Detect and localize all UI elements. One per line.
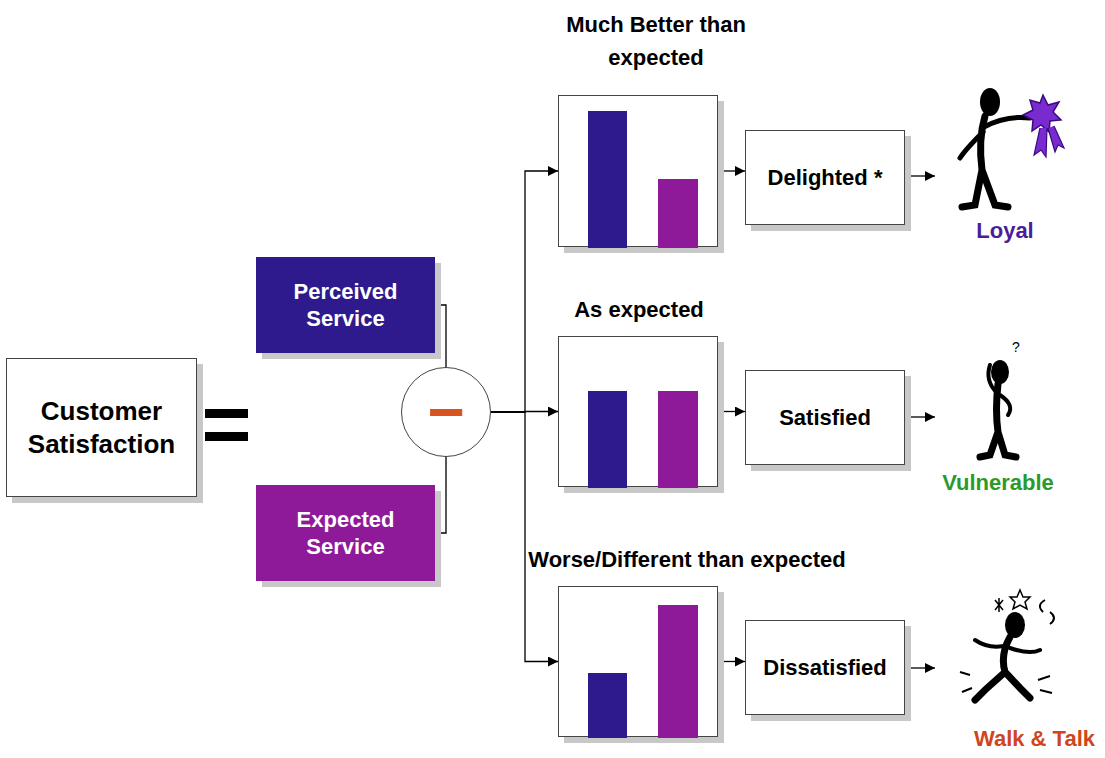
chart-heading: Worse/Different than expected	[467, 543, 907, 576]
box-label: Customer Satisfaction	[7, 395, 196, 460]
result-box: Customer Satisfaction	[6, 358, 197, 497]
box-label: Delighted *	[768, 164, 883, 192]
input-box: Expected Service	[256, 485, 435, 581]
outcome-box: Satisfied	[745, 370, 905, 465]
outcome-box: Delighted *	[745, 130, 905, 225]
operator-circle: −	[401, 367, 491, 457]
connector	[435, 305, 446, 367]
chart-heading: Much Better than expected	[536, 8, 776, 74]
loyal-figure	[960, 88, 1064, 207]
outcome-label: Vulnerable	[898, 470, 1098, 496]
outcome-label: Loyal	[905, 218, 1105, 244]
chart-heading: As expected	[479, 293, 799, 326]
connector	[435, 457, 446, 533]
input-box: Perceived Service	[256, 257, 435, 353]
box-label: Perceived Service	[256, 278, 435, 333]
svg-text:?: ?	[1012, 339, 1020, 355]
connector	[718, 411, 745, 412]
equals-sign	[205, 409, 248, 441]
bar	[658, 391, 698, 488]
outcome-box: Dissatisfied	[745, 620, 905, 715]
bar-chart-box: Worse/Different than expected	[558, 586, 718, 737]
leader-arrows	[907, 176, 935, 668]
connector	[718, 661, 745, 662]
box-label: Expected Service	[256, 506, 435, 561]
connector	[491, 171, 558, 412]
bar	[658, 179, 698, 248]
box-label: Dissatisfied	[763, 654, 887, 682]
bar	[588, 673, 627, 738]
operator-symbol: −	[427, 380, 464, 444]
connector	[718, 170, 745, 171]
bar	[658, 605, 698, 738]
bar-chart-box: Much Better than expected	[558, 95, 718, 247]
connector	[491, 412, 558, 662]
outcome-label: Walk & Talk	[895, 726, 1095, 752]
bar-chart-box: As expected	[558, 336, 718, 487]
bar	[588, 391, 627, 488]
bar	[588, 111, 627, 248]
box-label: Satisfied	[779, 404, 871, 432]
walk-and-talk-figure	[960, 590, 1054, 700]
vulnerable-figure: ?	[980, 339, 1020, 457]
